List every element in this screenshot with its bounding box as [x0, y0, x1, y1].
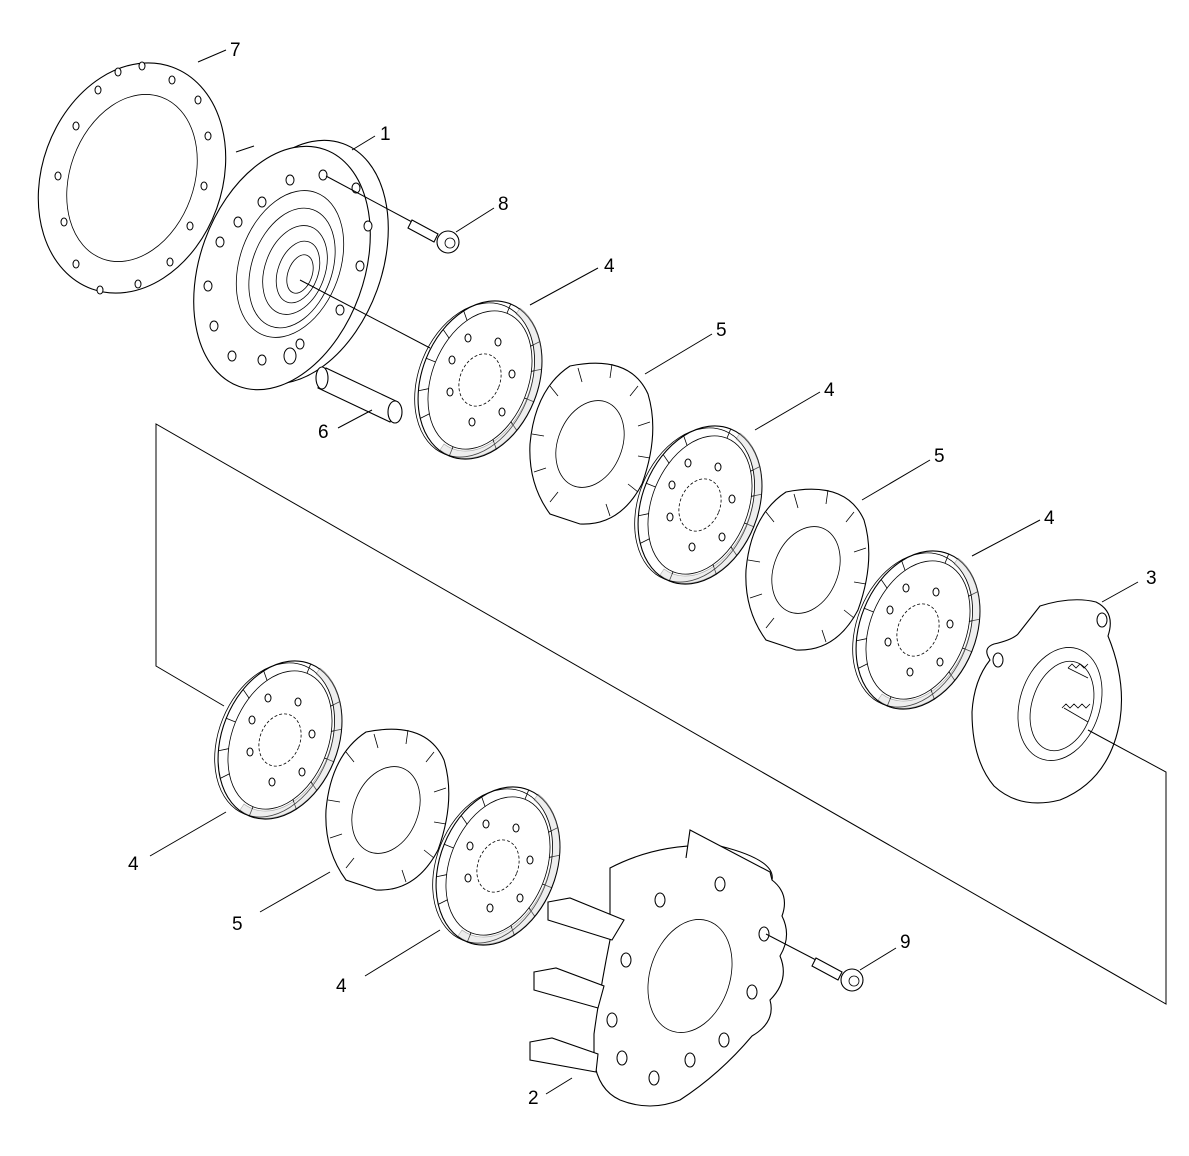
callout-7: 7 — [230, 40, 241, 61]
housing-flange-1 — [193, 135, 431, 391]
callout-6: 6 — [318, 422, 329, 443]
friction-disc-4d — [149, 641, 366, 857]
assembly-connector-lines — [155, 423, 1167, 1005]
callout-5b: 5 — [934, 446, 945, 467]
friction-disc-4c — [830, 519, 1041, 729]
friction-disc-4a — [392, 267, 599, 479]
callout-2: 2 — [528, 1088, 539, 1109]
friction-disc-4b — [612, 391, 821, 604]
separator-plate-5a — [529, 333, 713, 525]
callout-4d: 4 — [128, 854, 139, 875]
callout-5c: 5 — [232, 914, 243, 935]
callout-5a: 5 — [716, 320, 727, 341]
callout-4b: 4 — [824, 380, 835, 401]
callout-8: 8 — [498, 194, 509, 215]
piston-housing-3 — [971, 581, 1139, 804]
callout-4c: 4 — [1044, 508, 1055, 529]
pin-6 — [315, 366, 403, 429]
separator-plate-5b — [745, 459, 931, 651]
cover-housing-2 — [529, 829, 788, 1107]
callout-9: 9 — [900, 932, 911, 953]
bolt-9 — [765, 933, 897, 992]
separator-plate-5c — [259, 728, 450, 913]
callout-1: 1 — [380, 124, 391, 145]
callout-3: 3 — [1146, 568, 1157, 589]
gasket-ring-7 — [37, 49, 227, 295]
bolt-8 — [325, 175, 495, 254]
callout-4a: 4 — [604, 256, 615, 277]
friction-disc-4e — [364, 767, 584, 977]
callout-4e: 4 — [336, 976, 347, 997]
